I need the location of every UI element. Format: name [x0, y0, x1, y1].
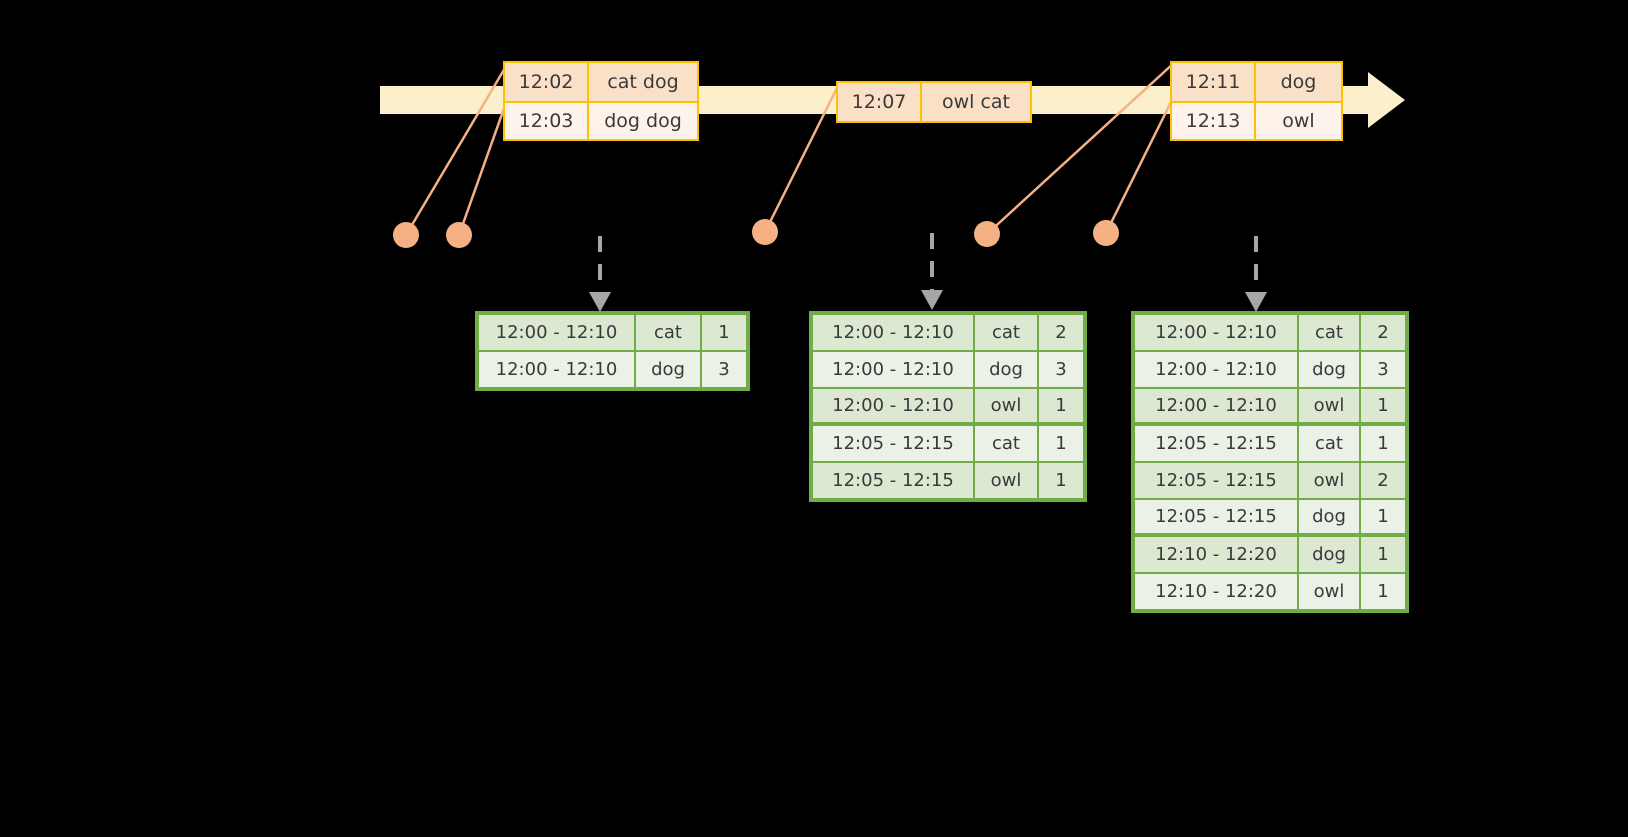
table-row[interactable]: 12:05 - 12:15 cat 1: [812, 425, 1084, 462]
table-row[interactable]: 12:00 - 12:10 cat 2: [1134, 314, 1406, 351]
event-time: 12:02: [505, 63, 589, 101]
word-cell: cat: [975, 315, 1037, 350]
count-cell: 1: [1039, 426, 1083, 461]
count-cell: 1: [702, 315, 746, 350]
window-cell: 12:05 - 12:15: [1135, 463, 1297, 498]
window-cell: 12:00 - 12:10: [479, 352, 634, 387]
word-cell: owl: [1299, 463, 1359, 498]
count-cell: 2: [1039, 315, 1083, 350]
event-dot-1: [393, 222, 419, 248]
timeline-event-group-1[interactable]: 12:02 cat dog 12:03 dog dog: [503, 61, 699, 141]
word-cell: owl: [1299, 574, 1359, 609]
count-cell: 1: [1039, 389, 1083, 422]
word-cell: dog: [1299, 352, 1359, 387]
event-dot-4: [974, 221, 1000, 247]
timeline-event-row[interactable]: 12:13 owl: [1172, 101, 1341, 139]
word-cell: dog: [975, 352, 1037, 387]
window-cell: 12:05 - 12:15: [813, 463, 973, 498]
event-text: dog: [1256, 63, 1341, 101]
table-row[interactable]: 12:00 - 12:10 cat 1: [478, 314, 747, 351]
count-cell: 2: [1361, 463, 1405, 498]
word-cell: dog: [1299, 500, 1359, 533]
window-cell: 12:00 - 12:10: [1135, 389, 1297, 422]
window-cell: 12:00 - 12:10: [813, 315, 973, 350]
word-cell: cat: [1299, 315, 1359, 350]
table-row[interactable]: 12:00 - 12:10 dog 3: [478, 351, 747, 388]
window-cell: 12:00 - 12:10: [479, 315, 634, 350]
event-dot-5: [1093, 220, 1119, 246]
count-cell: 3: [702, 352, 746, 387]
window-cell: 12:00 - 12:10: [1135, 352, 1297, 387]
count-cell: 1: [1039, 463, 1083, 498]
event-text: owl cat: [922, 83, 1030, 121]
window-cell: 12:05 - 12:15: [813, 426, 973, 461]
table-row[interactable]: 12:10 - 12:20 owl 1: [1134, 573, 1406, 610]
event-time: 12:11: [1172, 63, 1256, 101]
window-cell: 12:05 - 12:15: [1135, 426, 1297, 461]
word-cell: cat: [975, 426, 1037, 461]
event-time: 12:03: [505, 103, 589, 139]
event-text: dog dog: [589, 103, 697, 139]
table-row[interactable]: 12:00 - 12:10 owl 1: [812, 388, 1084, 425]
timeline-event-group-3[interactable]: 12:11 dog 12:13 owl: [1170, 61, 1343, 141]
timeline-event-row[interactable]: 12:07 owl cat: [838, 83, 1030, 121]
count-cell: 3: [1361, 352, 1405, 387]
window-cell: 12:10 - 12:20: [1135, 574, 1297, 609]
table-row[interactable]: 12:05 - 12:15 owl 1: [812, 462, 1084, 499]
window-cell: 12:05 - 12:15: [1135, 500, 1297, 533]
count-cell: 2: [1361, 315, 1405, 350]
table-row[interactable]: 12:00 - 12:10 dog 3: [1134, 351, 1406, 388]
word-cell: owl: [1299, 389, 1359, 422]
count-cell: 1: [1361, 389, 1405, 422]
count-cell: 1: [1361, 574, 1405, 609]
table-row[interactable]: 12:10 - 12:20 dog 1: [1134, 536, 1406, 573]
event-dot-3: [752, 219, 778, 245]
table-row[interactable]: 12:00 - 12:10 dog 3: [812, 351, 1084, 388]
timeline-event-row[interactable]: 12:11 dog: [1172, 63, 1341, 101]
word-cell: dog: [1299, 537, 1359, 572]
event-text: cat dog: [589, 63, 697, 101]
count-cell: 1: [1361, 426, 1405, 461]
timeline-event-row[interactable]: 12:03 dog dog: [505, 101, 697, 139]
connector-line-2: [457, 99, 509, 236]
window-cell: 12:00 - 12:10: [813, 389, 973, 422]
event-time: 12:13: [1172, 103, 1256, 139]
table-row[interactable]: 12:05 - 12:15 owl 2: [1134, 462, 1406, 499]
word-cell: owl: [975, 463, 1037, 498]
event-text: owl: [1256, 103, 1341, 139]
dashed-arrow-2: [921, 233, 943, 310]
count-cell: 1: [1361, 500, 1405, 533]
table-row[interactable]: 12:00 - 12:10 owl 1: [1134, 388, 1406, 425]
dashed-arrow-3: [1245, 236, 1267, 312]
word-cell: cat: [636, 315, 700, 350]
window-cell: 12:10 - 12:20: [1135, 537, 1297, 572]
count-cell: 1: [1361, 537, 1405, 572]
dashed-arrow-1: [589, 236, 611, 312]
result-table-3[interactable]: 12:00 - 12:10 cat 2 12:00 - 12:10 dog 3 …: [1131, 311, 1409, 613]
word-cell: dog: [636, 352, 700, 387]
table-row[interactable]: 12:05 - 12:15 cat 1: [1134, 425, 1406, 462]
word-cell: cat: [1299, 426, 1359, 461]
event-dot-2: [446, 222, 472, 248]
table-row[interactable]: 12:00 - 12:10 cat 2: [812, 314, 1084, 351]
table-row[interactable]: 12:05 - 12:15 dog 1: [1134, 499, 1406, 536]
connector-line-5: [1104, 99, 1174, 234]
timeline-event-row[interactable]: 12:02 cat dog: [505, 63, 697, 101]
result-table-2[interactable]: 12:00 - 12:10 cat 2 12:00 - 12:10 dog 3 …: [809, 311, 1087, 502]
timeline-event-group-2[interactable]: 12:07 owl cat: [836, 81, 1032, 123]
window-cell: 12:00 - 12:10: [1135, 315, 1297, 350]
result-table-1[interactable]: 12:00 - 12:10 cat 1 12:00 - 12:10 dog 3: [475, 311, 750, 391]
word-cell: owl: [975, 389, 1037, 422]
count-cell: 3: [1039, 352, 1083, 387]
event-time: 12:07: [838, 83, 922, 121]
window-cell: 12:00 - 12:10: [813, 352, 973, 387]
